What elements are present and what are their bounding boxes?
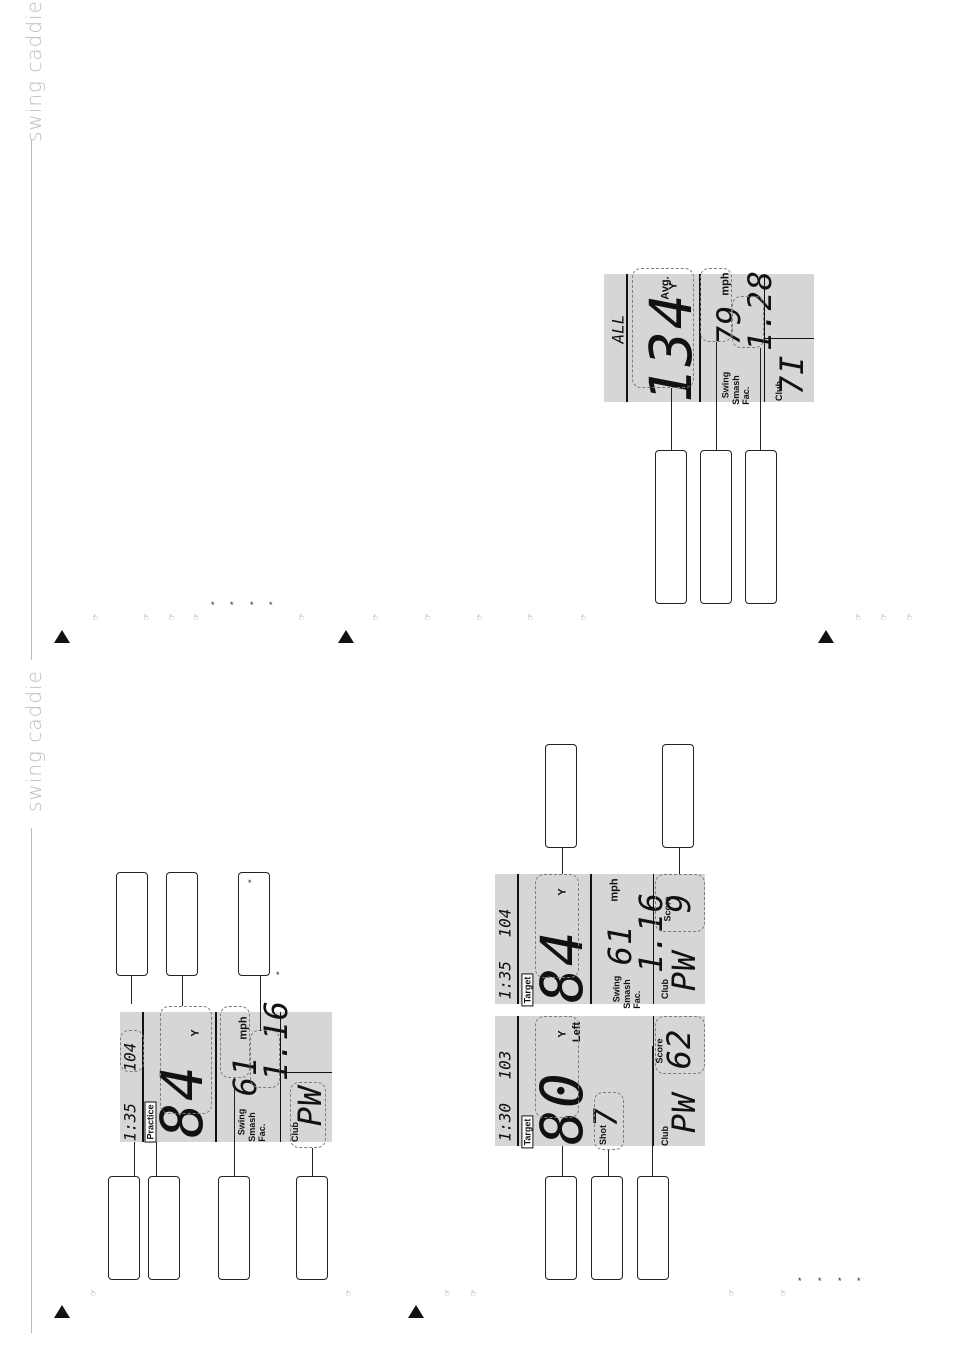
callout-box <box>545 744 577 848</box>
note-icon: ☞ <box>371 612 381 621</box>
smash-label: Smash Fac. <box>246 1112 267 1142</box>
lcd-target-screen-b: 1:35 104 Target 84 Y Swing Smash Fac. 61… <box>495 874 705 1009</box>
callout-box <box>108 1176 140 1280</box>
note-icon: ☞ <box>779 1288 789 1297</box>
asterisk: * <box>269 600 273 610</box>
swing-label: Swing <box>611 975 622 1003</box>
warning-triangle-icon <box>54 630 70 643</box>
lcd-mode: ALL <box>608 314 628 344</box>
smash-label: Smash Fac. <box>621 979 642 1009</box>
club-value: PW <box>665 1092 703 1134</box>
asterisk: * <box>248 878 252 888</box>
lcd-count: 103 <box>495 1050 515 1080</box>
note-icon: ☞ <box>475 612 485 621</box>
callout-box <box>655 450 687 604</box>
note-icon: ☞ <box>89 1288 99 1297</box>
callout-box <box>662 744 694 848</box>
divider-line <box>31 140 32 660</box>
callout-box <box>148 1176 180 1280</box>
lcd-time: 1:30 <box>495 1102 515 1142</box>
note-icon: ☞ <box>423 612 433 621</box>
asterisk: * <box>276 970 280 980</box>
asterisk: * <box>818 1276 822 1286</box>
asterisk: * <box>857 1276 861 1286</box>
warning-triangle-icon <box>408 1305 424 1318</box>
lcd-time: 1:35 <box>495 960 515 1000</box>
smash-label: Smash Fac. <box>730 375 751 405</box>
lcd-count: 104 <box>495 908 515 938</box>
warning-triangle-icon <box>54 1305 70 1318</box>
callout-box <box>637 1176 669 1280</box>
callout-box <box>166 872 198 976</box>
club-value: PW <box>665 950 703 992</box>
brand-logo: swing caddie <box>22 670 46 812</box>
callout-box <box>238 872 270 976</box>
note-icon: ☞ <box>443 1288 453 1297</box>
callout-box <box>545 1176 577 1280</box>
swing-label: Swing <box>236 1108 247 1136</box>
asterisk: * <box>838 1276 842 1286</box>
note-icon: ☞ <box>167 612 177 621</box>
lcd-time: 1:35 <box>120 1102 140 1142</box>
club-value: 7I <box>773 354 811 395</box>
note-icon: ☞ <box>192 612 202 621</box>
asterisk: * <box>798 1276 802 1286</box>
note-icon: ☞ <box>344 1288 354 1297</box>
speed-unit: mph <box>608 878 621 902</box>
asterisk: * <box>230 600 234 610</box>
warning-triangle-icon <box>818 630 834 643</box>
warning-triangle-icon <box>338 630 354 643</box>
callout-box <box>296 1176 328 1280</box>
note-icon: ☞ <box>879 612 889 621</box>
note-icon: ☞ <box>727 1288 737 1297</box>
swing-label: Swing <box>720 371 731 399</box>
note-icon: ☞ <box>905 612 915 621</box>
asterisk: * <box>250 600 254 610</box>
note-icon: ☞ <box>579 612 589 621</box>
divider-line <box>31 828 32 1333</box>
callout-box <box>745 450 777 604</box>
callout-box <box>116 872 148 976</box>
asterisk: * <box>211 600 215 610</box>
callout-box <box>591 1176 623 1280</box>
note-icon: ☞ <box>297 612 307 621</box>
lcd-target-screen-a: 1:30 103 Target 80 Y Left Shot 7 Score 6… <box>495 1016 705 1149</box>
note-icon: ☞ <box>526 612 536 621</box>
callout-box <box>700 450 732 604</box>
note-icon: ☞ <box>91 612 101 621</box>
callout-box <box>218 1176 250 1280</box>
note-icon: ☞ <box>469 1288 479 1297</box>
brand-logo: swing caddie <box>22 0 46 142</box>
note-icon: ☞ <box>142 612 152 621</box>
note-icon: ☞ <box>854 612 864 621</box>
